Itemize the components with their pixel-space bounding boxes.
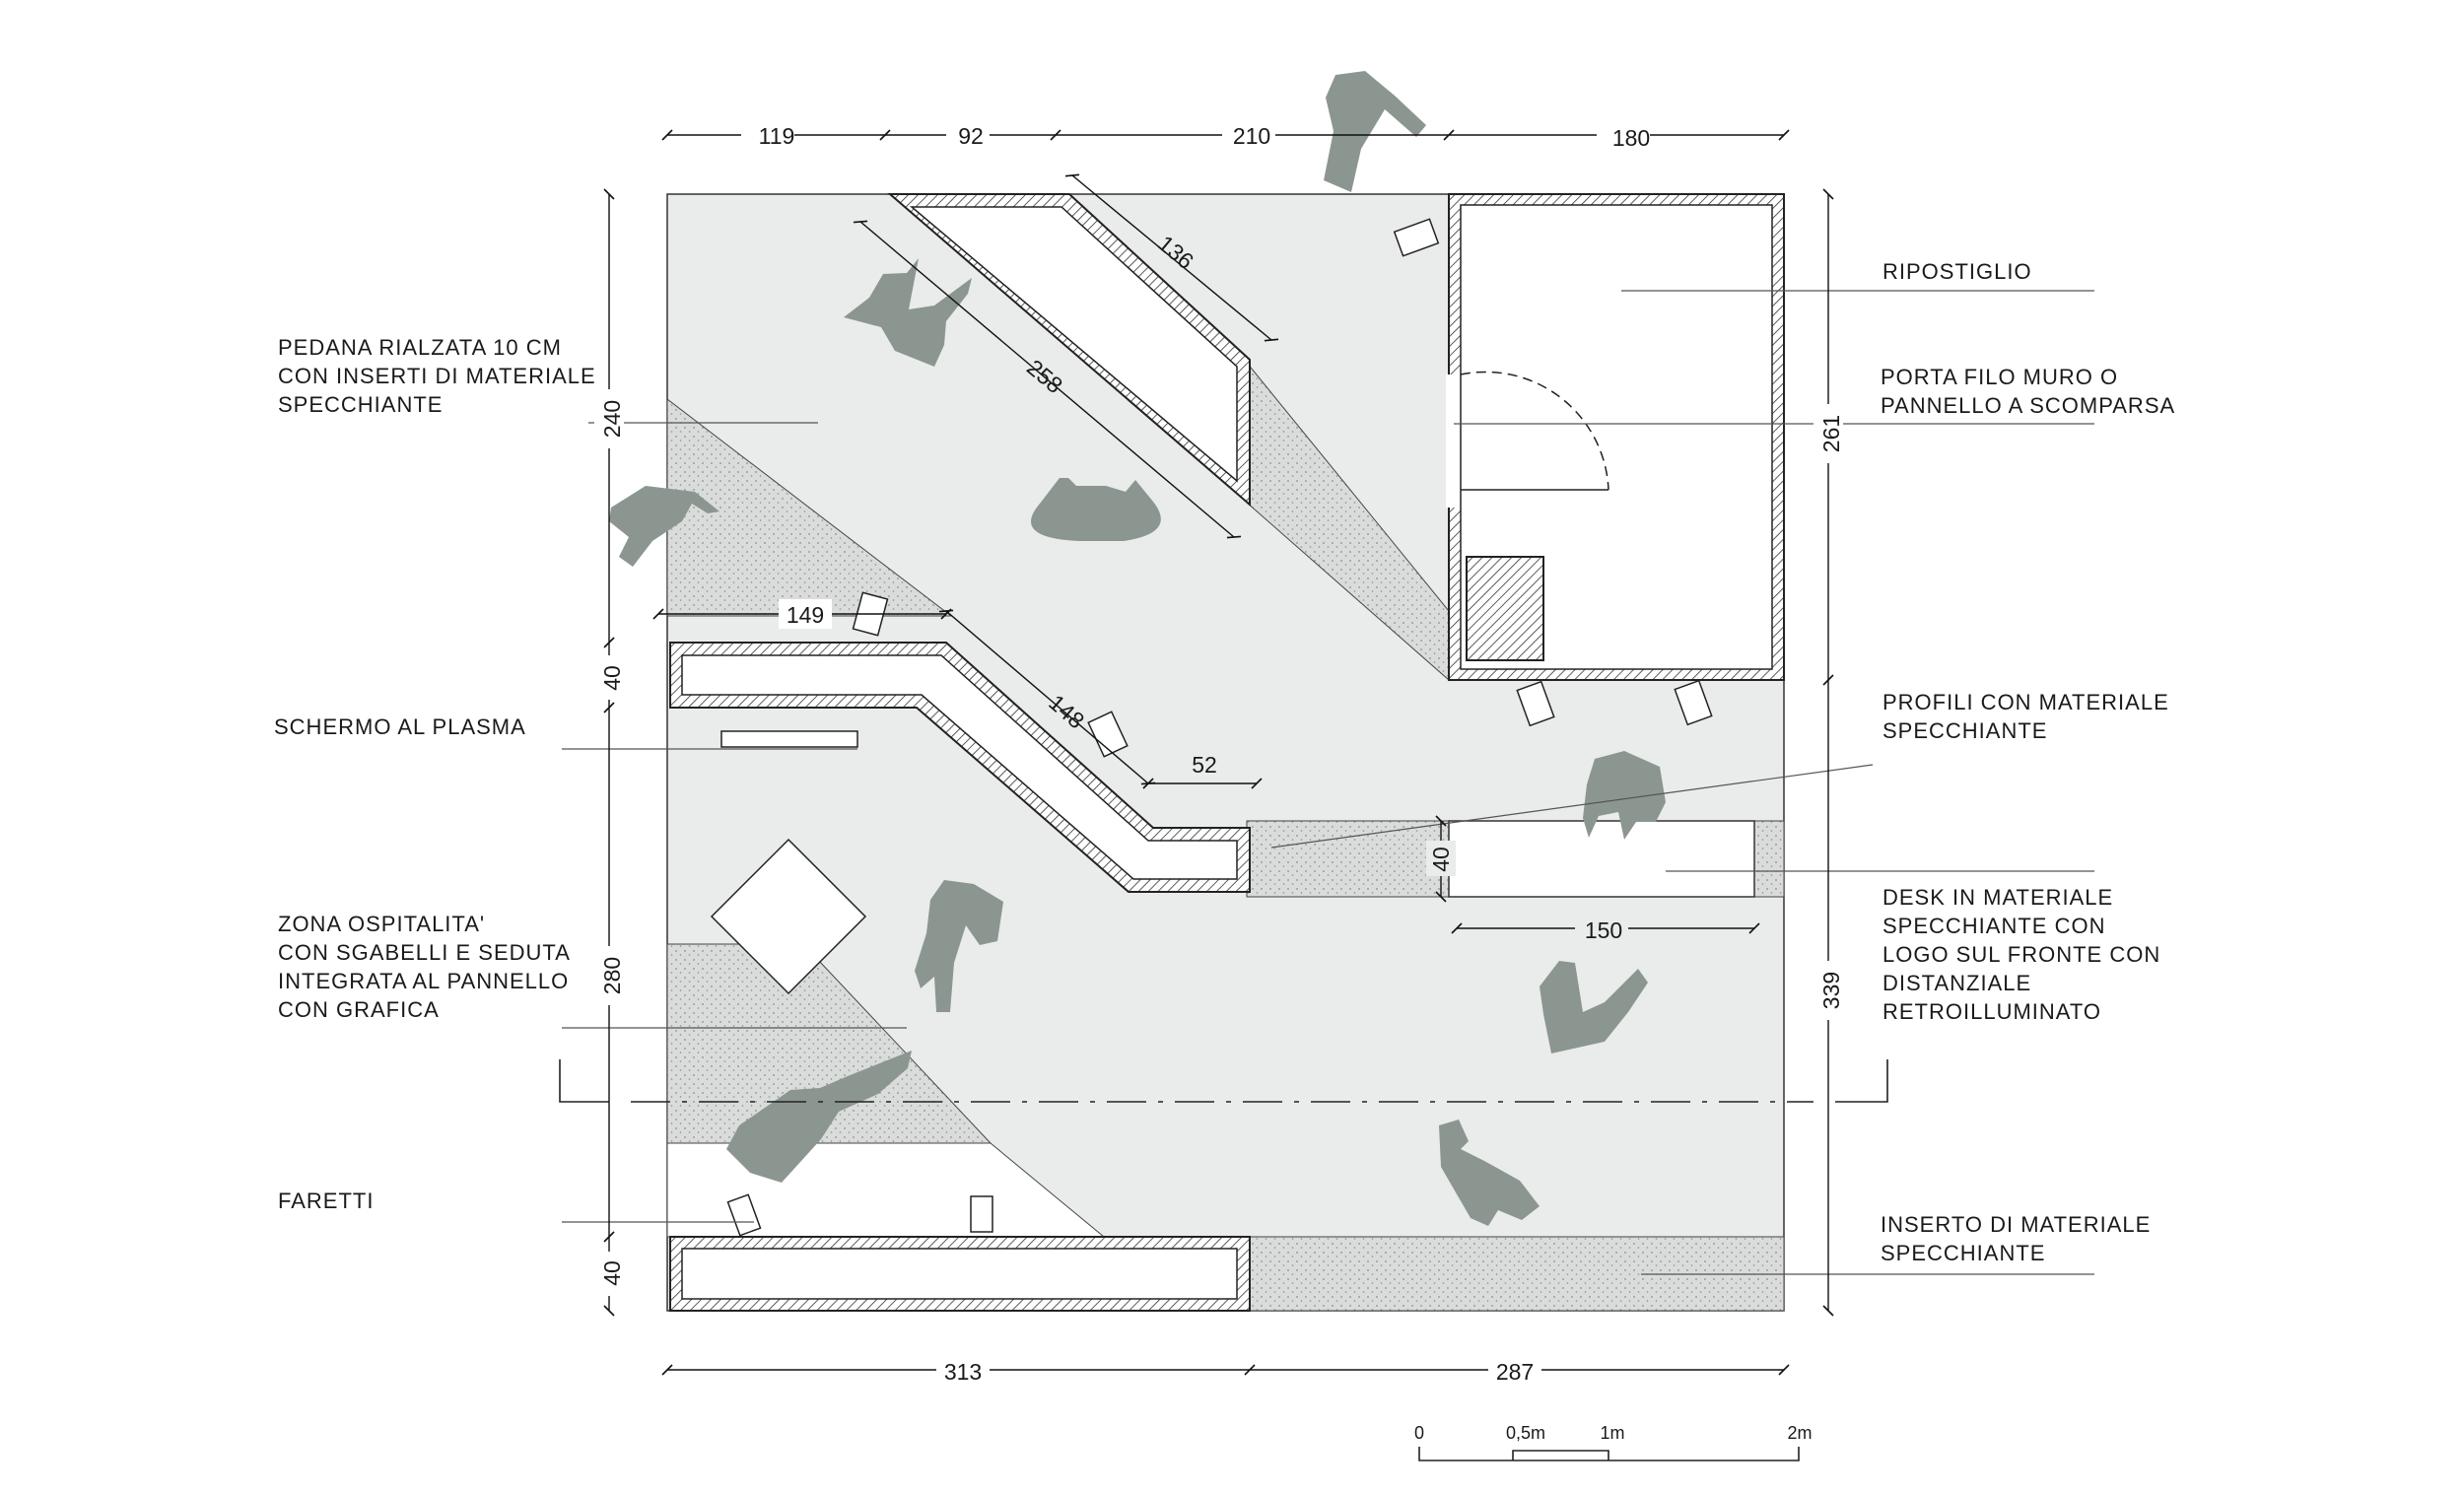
label-faretti: FARETTI — [278, 1188, 374, 1213]
label-zona: ZONA OSPITALITA' CON SGABELLI E SEDUTA I… — [278, 912, 577, 1022]
person-icon — [1439, 1120, 1540, 1226]
dim-inner-52: 52 — [1192, 752, 1217, 778]
person-icon — [1583, 751, 1666, 840]
dim-left-4: 40 — [599, 1260, 625, 1286]
plasma-screen — [720, 730, 858, 748]
dim-bottom-1: 313 — [944, 1359, 982, 1385]
scale-label-0: 0 — [1414, 1423, 1424, 1443]
dimension-texts: 119 92 210 180 240 40 280 40 261 339 313… — [594, 120, 1844, 1385]
dim-bottom-2: 287 — [1496, 1359, 1534, 1385]
label-ripostiglio: RIPOSTIGLIO — [1882, 259, 2032, 284]
label-inserto: INSERTO DI MATERIALE SPECCHIANTE — [1881, 1212, 2157, 1265]
leader-lines — [562, 290, 2094, 1275]
dim-right-1: 261 — [1818, 415, 1844, 452]
scale-label-1: 1m — [1600, 1423, 1624, 1443]
annotation-labels: PEDANA RIALZATA 10 CM CON INSERTI DI MAT… — [274, 259, 2176, 1265]
dim-right-2: 339 — [1818, 972, 1844, 1009]
label-schermo: SCHERMO AL PLASMA — [274, 714, 526, 739]
dim-inner-149: 149 — [787, 602, 824, 628]
table — [710, 838, 867, 995]
dim-top-2: 92 — [958, 123, 984, 149]
label-profili: PROFILI CON MATERIALE SPECCHIANTE — [1882, 690, 2176, 743]
person-icon — [609, 486, 719, 567]
person-icon — [1540, 961, 1648, 1053]
dim-top-4: 180 — [1612, 125, 1650, 151]
scale-bar: 0 0,5m 1m 2m — [1414, 1423, 1813, 1461]
dim-top-3: 210 — [1233, 123, 1270, 149]
person-icon — [726, 1051, 912, 1183]
storage-room — [1446, 193, 1785, 681]
desk — [1448, 820, 1755, 898]
dim-inner-150: 150 — [1585, 917, 1622, 943]
dim-left-3: 280 — [599, 957, 625, 994]
dim-left-1: 240 — [599, 400, 625, 438]
dim-top-1: 119 — [759, 123, 795, 149]
dim-left-2: 40 — [599, 665, 625, 691]
person-icon — [915, 880, 1003, 1012]
person-icon — [1324, 71, 1426, 192]
label-desk: DESK IN MATERIALE SPECCHIANTE CON LOGO S… — [1882, 885, 2167, 1024]
label-porta: PORTA FILO MURO O PANNELLO A SCOMPARSA — [1881, 365, 2175, 418]
scale-label-2: 2m — [1787, 1423, 1812, 1443]
section-line — [559, 1059, 1888, 1103]
scale-label-half: 0,5m — [1506, 1423, 1545, 1443]
dim-inner-40: 40 — [1428, 847, 1454, 872]
label-pedana: PEDANA RIALZATA 10 CM CON INSERTI DI MAT… — [278, 335, 603, 417]
